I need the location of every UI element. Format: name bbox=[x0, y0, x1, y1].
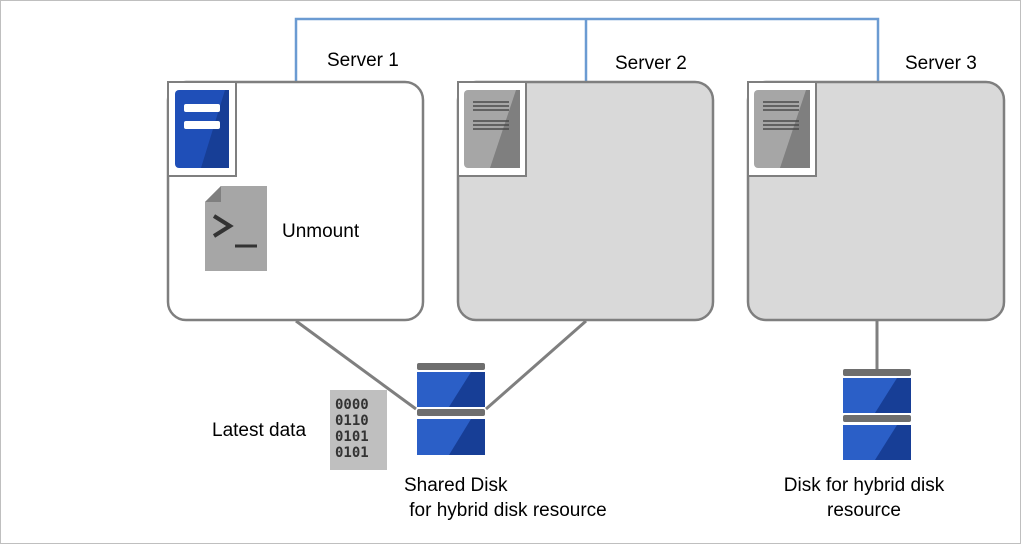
shared-disk-label-line-1: Shared Disk bbox=[404, 475, 508, 496]
server-2-box[interactable] bbox=[456, 80, 715, 322]
shared-disk-label-line-2: for hybrid disk resource bbox=[404, 500, 607, 521]
data-bits-row-4: 0101 bbox=[335, 445, 369, 461]
shared-disk-icon bbox=[417, 363, 485, 455]
network-lines bbox=[294, 17, 880, 81]
terminal-script-icon bbox=[205, 186, 267, 271]
disk-connections bbox=[295, 319, 879, 411]
server-1-label: Server 1 bbox=[327, 50, 399, 71]
binary-data-icon: 0000 0110 0101 0101 bbox=[330, 390, 387, 470]
server-2-label: Server 2 bbox=[615, 53, 687, 74]
data-bits-row-3: 0101 bbox=[335, 429, 369, 445]
unmount-label: Unmount bbox=[282, 221, 360, 242]
link-server-2-shared-disk bbox=[485, 319, 587, 411]
hybrid-disk-icon bbox=[843, 369, 911, 460]
hybrid-disk-label-line-1: Disk for hybrid disk bbox=[783, 475, 945, 496]
hybrid-disk-label-line-2: resource bbox=[827, 500, 901, 521]
link-server-1-shared-disk bbox=[295, 319, 417, 411]
server-inactive-icon bbox=[754, 90, 810, 168]
latest-data-label: Latest data bbox=[212, 420, 307, 441]
server-3-label: Server 3 bbox=[905, 53, 977, 74]
data-bits-row-2: 0110 bbox=[335, 413, 369, 429]
server-inactive-icon bbox=[464, 90, 520, 168]
server-3-box[interactable] bbox=[746, 80, 1006, 322]
data-bits-row-1: 0000 bbox=[335, 397, 369, 413]
server-active-icon bbox=[175, 90, 229, 168]
